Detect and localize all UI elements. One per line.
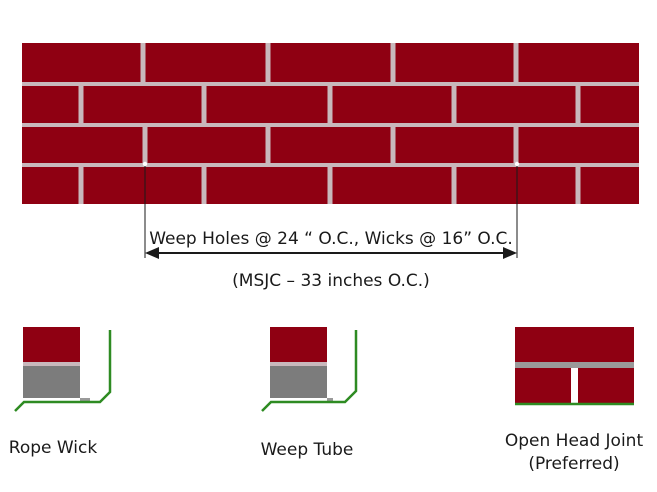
- brick-unit: [147, 127, 266, 163]
- open-head-joint-detail: [515, 327, 634, 406]
- brick-unit: [270, 327, 327, 362]
- brick-unit: [270, 127, 391, 163]
- weep-hole-icon: [142, 161, 148, 167]
- brick-unit: [83, 86, 202, 123]
- brick-unit: [578, 368, 634, 403]
- preferred-label: (Preferred): [528, 454, 619, 474]
- brick-unit: [22, 167, 79, 204]
- brick-unit: [580, 167, 639, 204]
- mortar-joint: [515, 362, 634, 368]
- brick-unit: [22, 86, 79, 123]
- brick-unit: [518, 43, 639, 82]
- rope-wick-label: Rope Wick: [9, 438, 98, 458]
- rope-wick-tail: [80, 398, 90, 402]
- brick-unit: [580, 86, 639, 123]
- msjc-spacing-label: (MSJC – 33 inches O.C.): [232, 271, 430, 291]
- weep-spacing-label: Weep Holes @ 24 “ O.C., Wicks @ 16” O.C.: [149, 229, 513, 249]
- brick-unit: [518, 127, 639, 163]
- brick-unit: [395, 43, 514, 82]
- weep-hole-icon: [514, 161, 520, 167]
- dimension-line: [144, 166, 518, 259]
- weep-tube-label: Weep Tube: [261, 440, 354, 460]
- arrowhead-left-icon: [145, 247, 159, 259]
- weep-tube-detail: [261, 327, 358, 412]
- brick-unit: [206, 167, 328, 204]
- mortar-joint: [270, 362, 327, 366]
- flashing-line: [261, 330, 358, 412]
- brick-unit: [270, 43, 391, 82]
- brick-unit: [145, 43, 266, 82]
- rope-wick-icon: [23, 366, 80, 398]
- brick-unit: [515, 327, 634, 362]
- brick-unit: [332, 167, 452, 204]
- arrowhead-right-icon: [503, 247, 517, 259]
- flashing-line: [14, 330, 112, 412]
- brick-unit: [456, 167, 576, 204]
- open-head-joint-label: Open Head Joint: [505, 431, 644, 451]
- weep-tube-icon: [270, 366, 327, 398]
- brick-unit: [22, 43, 141, 82]
- brick-unit: [22, 127, 143, 163]
- brick-unit: [456, 86, 576, 123]
- brick-unit: [206, 86, 328, 123]
- brick-unit: [515, 368, 571, 403]
- mortar-joint: [23, 362, 80, 366]
- brick-wall-elevation: [22, 43, 639, 204]
- brick-unit: [83, 167, 202, 204]
- brick-unit: [23, 327, 80, 362]
- weep-tube-tail: [327, 398, 333, 402]
- brick-unit: [395, 127, 514, 163]
- brick-unit: [332, 86, 452, 123]
- rope-wick-detail: [14, 327, 112, 412]
- open-head-joint-gap: [571, 368, 578, 403]
